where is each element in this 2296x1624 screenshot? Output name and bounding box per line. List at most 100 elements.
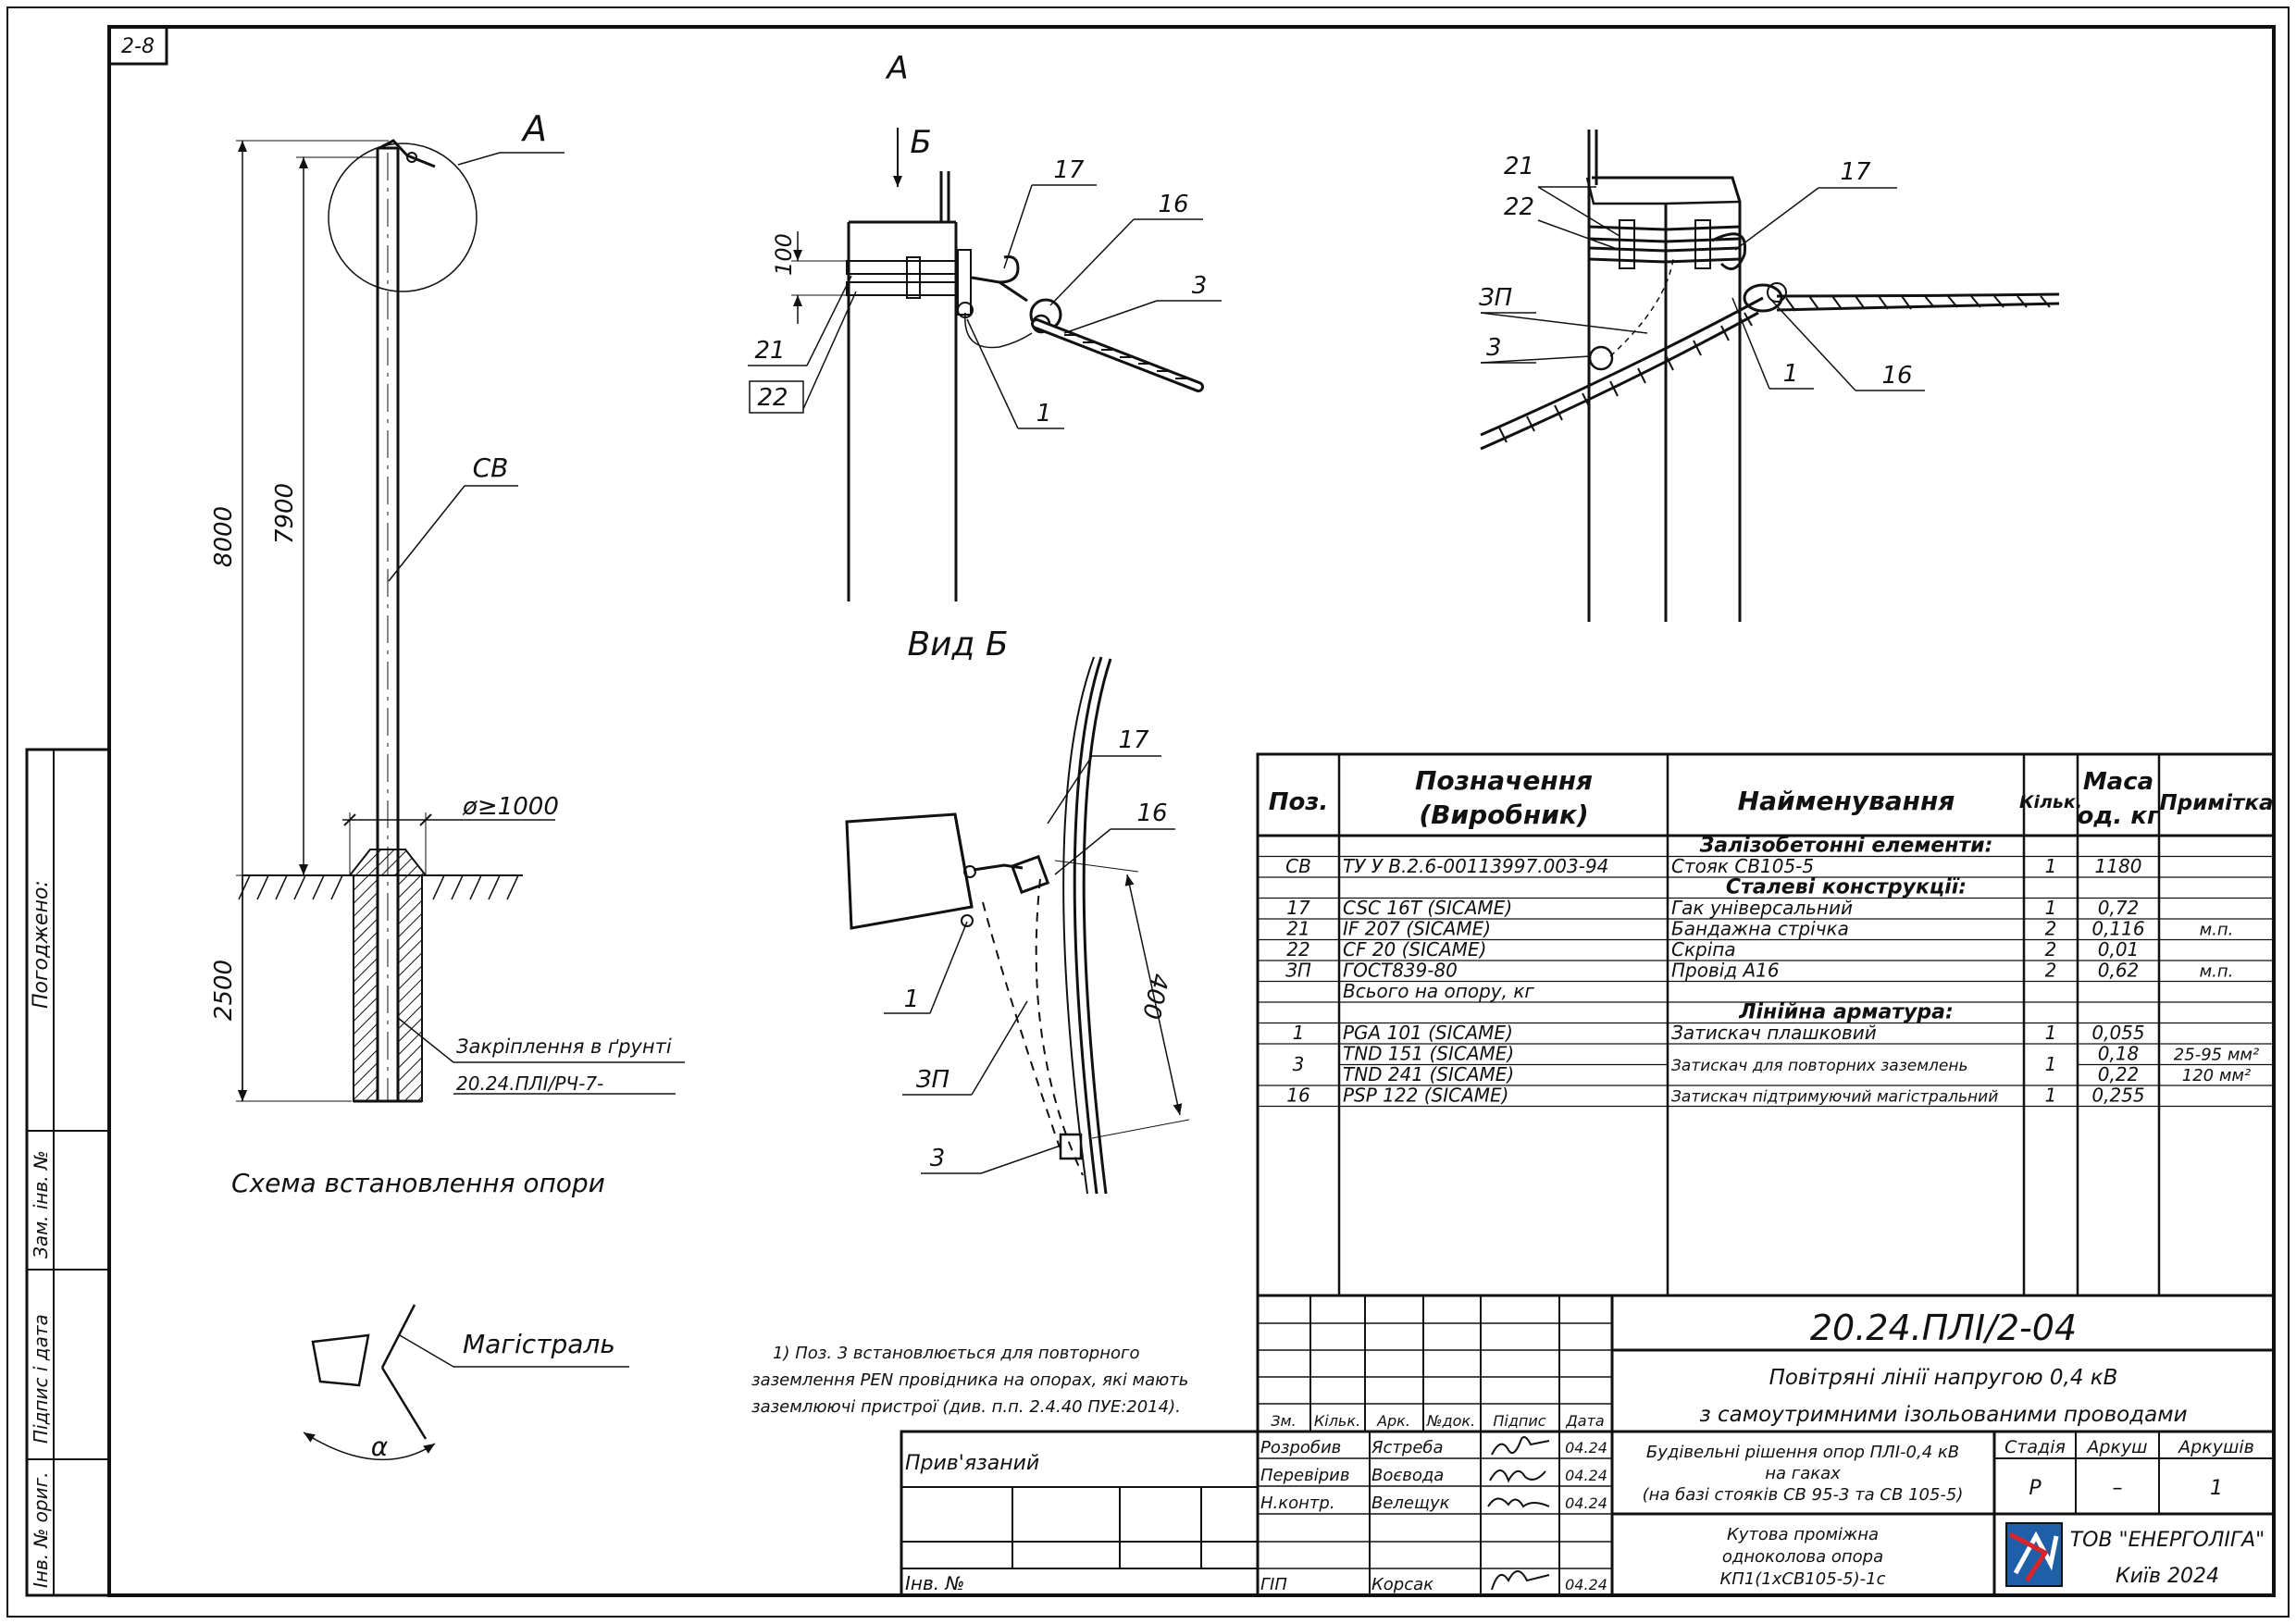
stage-head: Стадія (2004, 1437, 2066, 1457)
doc-code: 20.24.ПЛІ/2-04 (1810, 1308, 2077, 1348)
anchor-label: Закріплення в ґрунті (456, 1035, 672, 1058)
view-b-callout-17: 17 (1118, 726, 1149, 754)
anchor-ref: 20.24.ПЛІ/РЧ-7- (456, 1072, 603, 1095)
installation-note: 1) Поз. 3 встановлюється для повторного … (751, 1344, 1188, 1417)
callout-21: 21 (754, 337, 785, 365)
spec-cell-note: м.п. (2200, 921, 2234, 940)
date-developer: 04.24 (1565, 1439, 1607, 1457)
spec-cell-code: TND 241 (SICAME) (1343, 1063, 1514, 1085)
col-head-doc: №док. (1426, 1412, 1475, 1430)
view-b-callout-zp: ЗП (916, 1066, 949, 1094)
dim-400: 400 (1136, 971, 1173, 1022)
iso-callout-1: 1 (1783, 360, 1799, 388)
spec-cell-qty: 2 (2045, 938, 2057, 961)
sheet-head: Аркуш (2085, 1437, 2147, 1457)
spec-cell-code: TND 151 (SICAME) (1343, 1043, 1514, 1065)
stamp-inv-replaced: Зам. інв. № (30, 1150, 52, 1258)
spec-cell-code: PGA 101 (SICAME) (1343, 1022, 1513, 1044)
spec-cell-pos: 17 (1286, 897, 1310, 919)
role-normcontrol: Н.контр. (1260, 1494, 1335, 1513)
col-head-sign: Підпис (1493, 1412, 1545, 1430)
date-checker: 04.24 (1565, 1467, 1607, 1484)
spec-cell-qty: 1 (2045, 1085, 2057, 1107)
detail-view-b: Вид Б 400 17 16 1 ЗП 3 (845, 626, 1190, 1195)
sheet-desc-2: одноколова опора (1722, 1547, 1883, 1567)
spec-cell-mass: 0,72 (2098, 897, 2140, 919)
spec-section-header: Залізобетонні елементи: (1699, 835, 1993, 858)
company-logo (2005, 1522, 2063, 1587)
detail-a-label: А (520, 108, 547, 149)
note-line-1: 1) Поз. 3 встановлюється для повторного (773, 1344, 1139, 1363)
spec-cell-code: CSC 16T (SICAME) (1343, 897, 1512, 919)
company-name: ТОВ "ЕНЕРГОЛІГА" (2070, 1529, 2265, 1552)
spec-section-header: Сталеві конструкції: (1726, 876, 1967, 899)
spec-cell-name: Бандажна стрічка (1671, 918, 1849, 940)
callout-16: 16 (1158, 191, 1188, 218)
name-normcontrol: Велещук (1371, 1494, 1450, 1513)
spec-cell-code: IF 207 (SICAME) (1343, 918, 1491, 940)
signature-developer (1491, 1436, 1550, 1456)
role-developer: Розробив (1260, 1438, 1341, 1457)
view-b-callout-1: 1 (904, 986, 920, 1013)
dim-below-ground: 2500 (210, 960, 238, 1021)
sheet-desc-3: КП1(1хСВ105-5)-1с (1720, 1569, 1886, 1589)
title-line-2: з самоутримними ізольованими проводами (1699, 1403, 2187, 1427)
spec-cell-note: 120 мм² (2182, 1066, 2251, 1085)
sheet-number-box (107, 25, 168, 66)
specification-table: Поз. Позначення (Виробник) Найменування … (1256, 752, 2276, 1297)
sheet-desc-1: Кутова проміжна (1727, 1525, 1879, 1544)
spec-cell-qty: 1 (2045, 1053, 2057, 1075)
date-gip: 04.24 (1565, 1576, 1607, 1593)
project-desc-3: (на базі стояків СВ 95-3 та СВ 105-5) (1643, 1485, 1964, 1505)
th-mass: Маса (2083, 768, 2153, 796)
sheets-head: Аркушів (2177, 1437, 2254, 1457)
inv-number-label: Інв. № (905, 1572, 964, 1594)
th-designation: Позначення (1415, 765, 1593, 796)
title-block: Зм. Кільк. Арк. №док. Підпис Дата Розроб… (900, 1294, 2276, 1597)
col-head-qty: Кільк. (1314, 1412, 1360, 1430)
spec-section-header: Лінійна арматура: (1738, 1001, 1954, 1024)
date-normcontrol: 04.24 (1565, 1494, 1607, 1512)
outer-frame (6, 6, 2290, 1618)
sheet-value: – (2113, 1477, 2123, 1500)
th-mass-unit: од. кг (2077, 802, 2160, 830)
angle-alpha: α (371, 1432, 389, 1462)
view-b-callout-16: 16 (1136, 800, 1167, 827)
dim-above-ground: 7900 (271, 483, 299, 544)
spec-cell-mass: 1180 (2095, 855, 2142, 877)
spec-cell-mass: 0,255 (2091, 1085, 2144, 1107)
th-name: Найменування (1738, 786, 1955, 816)
spec-cell-note: 25-95 мм² (2174, 1046, 2259, 1065)
spec-cell-pos: 22 (1286, 938, 1309, 961)
th-manufacturer: (Виробник) (1419, 800, 1588, 830)
view-b-title: Вид Б (907, 626, 1008, 663)
iso-callout-zp: ЗП (1479, 284, 1512, 312)
project-desc-1: Будівельні рішення опор ПЛІ-0,4 кВ (1646, 1443, 1959, 1462)
spec-cell-name: Стояк СВ105-5 (1671, 855, 1814, 877)
spec-cell-name: Затискач підтримуючий магістральний (1671, 1088, 1998, 1107)
callout-17: 17 (1053, 156, 1085, 184)
project-desc-2: на гаках (1765, 1464, 1841, 1483)
isometric-detail: 21 22 17 ЗП 3 1 16 (1479, 130, 2060, 622)
spec-cell-code: Всього на опору, кг (1343, 980, 1534, 1002)
dim-band-spacing: 100 (771, 233, 797, 276)
iso-callout-16: 16 (1881, 362, 1912, 390)
dim-total: 8000 (210, 506, 238, 567)
dim-diameter: ø≥1000 (462, 793, 559, 821)
stamp-agreed: Погоджено: (30, 880, 53, 1009)
callout-3: 3 (1192, 272, 1208, 300)
spec-cell-code: ГОСТ839-80 (1343, 960, 1458, 982)
spec-cell-name: Скріпа (1671, 938, 1736, 961)
spec-cell-name: Затискач для повторних заземлень (1671, 1057, 1968, 1075)
th-note: Примітка (2160, 791, 2274, 815)
signature-gip (1491, 1570, 1550, 1591)
spec-cell-name: Провід А16 (1671, 960, 1780, 982)
iso-callout-21: 21 (1504, 153, 1534, 180)
callout-22: 22 (757, 384, 788, 412)
spec-cell-pos: 3 (1293, 1053, 1305, 1075)
iso-callout-17: 17 (1840, 158, 1871, 186)
view-b-callout-3: 3 (930, 1145, 946, 1172)
spec-cell-name: Гак універсальний (1671, 897, 1853, 919)
installation-caption: Схема встановлення опори (231, 1168, 605, 1198)
note-line-2: заземлення PEN провідника на опорах, які… (751, 1370, 1188, 1390)
